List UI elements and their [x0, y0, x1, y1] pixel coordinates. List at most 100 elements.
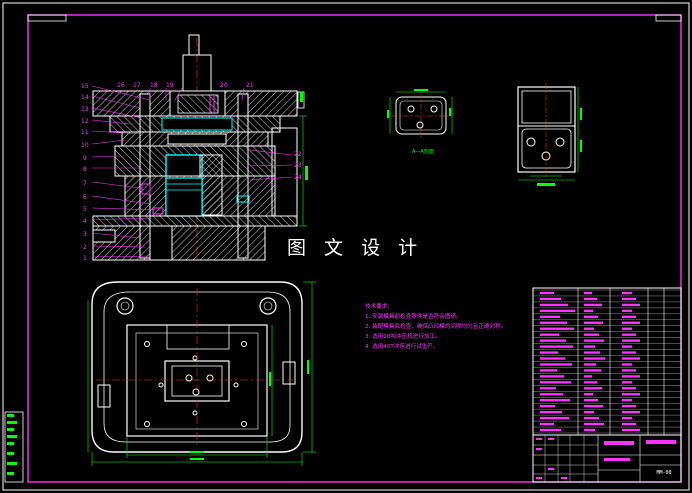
parts-list-entry-mark [584, 309, 593, 313]
callout-leaders-left [91, 85, 161, 258]
parts-list-entry-mark [540, 321, 567, 324]
parts-list-entry-mark [584, 387, 602, 390]
parts-list-entry-mark [540, 309, 575, 313]
callout-10: 10 [81, 142, 89, 149]
callout-6: 6 [83, 194, 87, 201]
technical-requirements: 技术要求: 1. 安装模具前检查零件是否符合图纸。 2. 装配模具后检查、确保凸… [365, 302, 506, 352]
callout-3: 3 [83, 231, 87, 238]
parts-list-entry-mark [540, 291, 554, 295]
tech-req-item: 3. 选用20吨冲压机进行加工。 [365, 334, 441, 340]
callout-23: 23 [294, 162, 302, 169]
callout-2: 2 [83, 244, 87, 251]
callout-14: 14 [81, 94, 89, 101]
parts-list-entry-mark [622, 351, 636, 354]
margin-table [4, 411, 24, 483]
parts-list-entry-mark [622, 393, 640, 396]
parts-list-entry-mark [584, 410, 594, 414]
callout-15: 15 [81, 83, 89, 90]
callout-1: 1 [83, 255, 87, 262]
tech-req-item: 4. 选用40T冲床进行试生产。 [365, 344, 439, 350]
parts-list-entry-mark [584, 416, 599, 420]
parts-list-entry-mark [584, 303, 602, 307]
parts-list-entry-mark [584, 404, 603, 408]
parts-list-entry-mark [584, 381, 597, 384]
parts-list-entry-mark [622, 369, 636, 372]
callout-numbers-right: 22 23 24 [294, 151, 302, 181]
parts-list-entry-mark [540, 422, 554, 426]
parts-list-entry-mark [584, 315, 598, 319]
callout-5: 5 [83, 206, 87, 213]
parts-list-entry-mark [584, 393, 593, 396]
parts-list-entry-mark [540, 315, 560, 319]
main-section-view [92, 34, 308, 262]
parts-list-entry-mark [584, 345, 595, 348]
parts-list-entry-mark [622, 315, 636, 319]
parts-list-entry-mark [540, 387, 556, 390]
callout-4: 4 [83, 218, 87, 225]
parts-list-entry-mark [622, 422, 636, 426]
parts-list-entry-mark [540, 303, 568, 307]
parts-list-entry-mark [584, 375, 592, 378]
parts-list-entry-mark [540, 357, 565, 360]
callout-20: 20 [220, 82, 228, 89]
parts-list-entry-mark [540, 339, 566, 342]
callout-9: 9 [83, 155, 87, 162]
parts-list-entry-mark [584, 351, 600, 354]
parts-list-entry-mark [622, 381, 632, 384]
tech-req-item: 1. 安装模具前检查零件是否符合图纸。 [365, 314, 462, 320]
parts-list-entry-mark [622, 327, 632, 330]
watermark-text: 图 文 设 计 [287, 237, 424, 259]
insert-part-view [517, 83, 582, 186]
parts-list-entry-mark [584, 291, 592, 295]
parts-list-entry-mark [584, 321, 603, 324]
parts-list-entry-mark [622, 297, 636, 301]
parts-list-entry-mark [622, 416, 632, 420]
callout-21: 21 [246, 82, 254, 89]
parts-list-entry-mark [584, 399, 598, 402]
parts-list-entry-mark [622, 399, 632, 402]
parts-list-entry-mark [622, 363, 632, 366]
callout-18: 18 [150, 82, 158, 89]
parts-list-entry-mark [540, 375, 564, 378]
callout-24: 24 [294, 174, 302, 181]
plan-view [87, 281, 316, 466]
parts-list-entry-mark [622, 387, 636, 390]
parts-list-entry-mark [540, 333, 559, 336]
parts-list-entry-mark [584, 422, 604, 426]
callout-7: 7 [83, 180, 87, 187]
parts-list-entry-mark [540, 428, 561, 432]
parts-list-entry-mark [584, 428, 595, 432]
parts-list-entry-mark [540, 410, 562, 414]
callout-12: 12 [81, 118, 89, 125]
callout-leaders-right [149, 87, 293, 181]
parts-list [532, 287, 682, 483]
parts-list-entry-mark [540, 351, 558, 354]
parts-list-entry-mark [584, 327, 594, 330]
callout-16: 16 [117, 82, 125, 89]
tech-req-title: 技术要求: [365, 304, 390, 310]
drawing-number: MM-00 [656, 470, 672, 476]
parts-list-entry-mark [584, 363, 596, 366]
parts-list-entry-mark [584, 339, 604, 342]
blank-view-label: A—A剖面 [412, 148, 434, 155]
parts-list-entry-mark [584, 333, 599, 336]
parts-list-entry-mark [622, 321, 640, 324]
parts-list-entry-mark [540, 345, 573, 348]
parts-list-entry-mark [622, 291, 632, 295]
parts-list-entry-mark [540, 327, 574, 330]
parts-list-entry-mark [584, 369, 601, 372]
callout-17: 17 [133, 82, 141, 89]
parts-list-entry-mark [540, 363, 572, 366]
parts-list-entry-mark [622, 339, 640, 342]
parts-list-entry-mark [622, 375, 640, 378]
tech-req-item: 2. 装配模具后检查、确保凸凹模的间隙均匀且正确对称。 [365, 324, 507, 330]
parts-list-entry-mark [584, 297, 597, 301]
parts-list-entry-mark [540, 369, 557, 372]
parts-list-entry-mark [540, 416, 569, 420]
parts-list-entry-mark [540, 297, 561, 301]
callout-22: 22 [294, 151, 302, 158]
callout-numbers-top: 16 17 18 19 20 21 [117, 82, 254, 89]
callout-numbers-left: 15 14 13 12 11 10 9 8 7 6 5 4 3 2 1 [81, 83, 89, 262]
